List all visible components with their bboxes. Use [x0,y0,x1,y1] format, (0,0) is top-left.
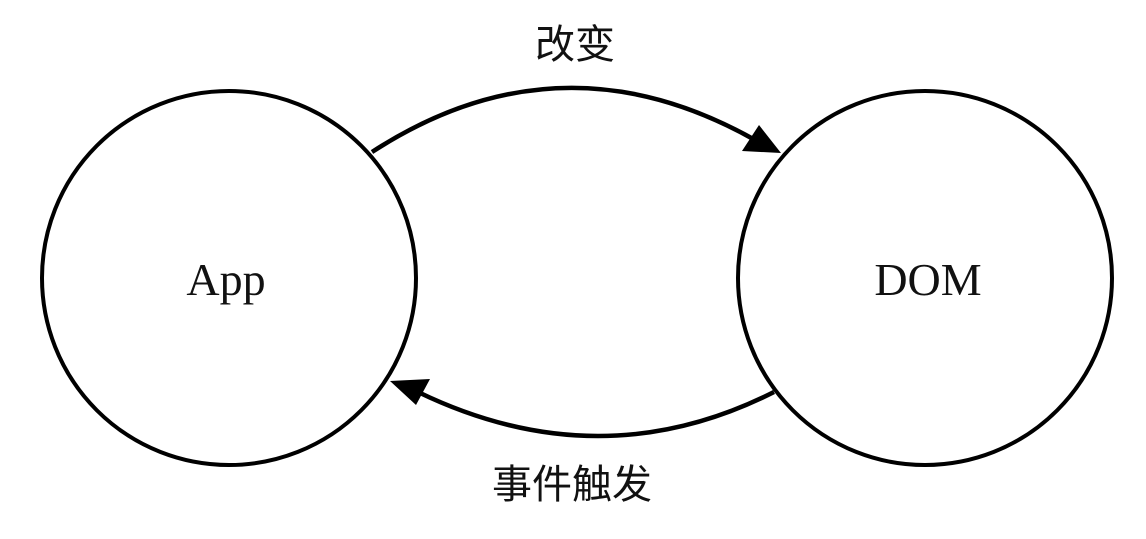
edge-app-to-dom: 改变 [370,22,781,154]
node-app: App [40,89,418,467]
node-dom: DOM [736,89,1114,467]
edge-app-to-dom-arrowhead [742,125,781,153]
edge-dom-to-app-arrowhead [390,379,430,405]
node-app-label: App [186,254,265,305]
edge-dom-to-app: 事件触发 [390,379,776,508]
edge-dom-to-app-label: 事件触发 [492,462,652,508]
node-dom-circle [736,89,1114,467]
node-dom-label: DOM [874,254,981,305]
edge-app-to-dom-line [370,85,757,154]
edge-app-to-dom-label: 改变 [535,22,615,68]
edge-dom-to-app-line [417,389,776,439]
node-app-circle [40,89,418,467]
